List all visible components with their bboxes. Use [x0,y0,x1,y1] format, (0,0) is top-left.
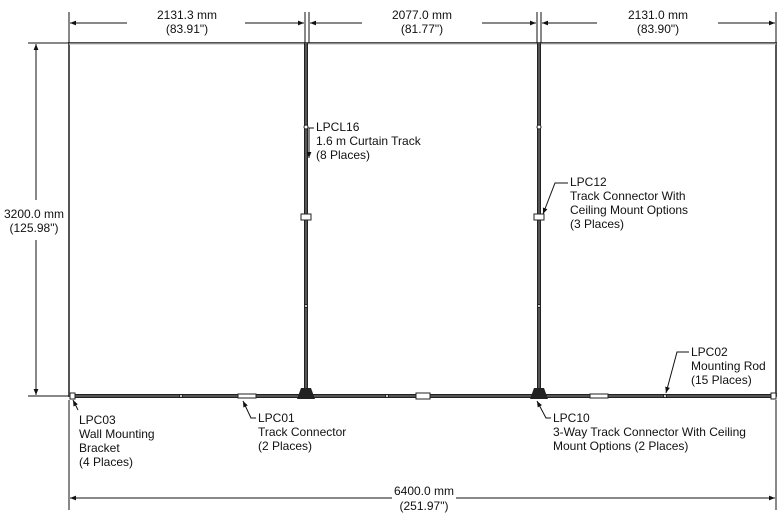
dimension-in: (251.97") [400,499,449,513]
callout-text: Track Connector With [570,189,686,203]
callout-text: Track Connector [258,425,346,439]
callout-text: LPC10 [553,411,590,425]
dimension-mm: 6400.0 mm [394,484,454,498]
height-dimension: 3200.0 mm (125.98") [4,44,64,395]
extension-lines [28,12,777,510]
dimension-in: (125.98") [10,221,59,235]
mounting-rod-icon [536,124,542,130]
top-dimension-right: 2131.0 mm (83.90") [542,8,775,36]
three-way-connector-icon [530,388,548,399]
callout-text: 3-Way Track Connector With Ceiling [553,425,746,439]
curtain-tracks [70,43,776,398]
top-dimension-middle: 2077.0 mm (81.77") [310,8,536,36]
callout-lpc02: LPC02 Mounting Rod (15 Places) [665,345,766,394]
track-connector-icon [589,393,609,399]
dimension-in: (83.91") [166,22,208,36]
track-hardware [69,124,777,400]
ceiling-connector-icon [300,213,312,221]
callout-lpc12: LPC12 Track Connector With Ceiling Mount… [542,175,688,231]
callout-text: Bracket [79,441,120,455]
callout-text: LPC02 [691,345,728,359]
dimension-mm: 2131.3 mm [157,8,217,22]
top-dimension-left: 2131.3 mm (83.91") [70,8,304,36]
wall-bracket-icon [69,392,76,400]
dimension-mm: 2131.0 mm [628,8,688,22]
mounting-rod-icon [303,124,309,130]
wall-bracket-icon [770,392,777,400]
callout-text: (4 Places) [79,455,133,469]
callout-lpc01: LPC01 Track Connector (2 Places) [242,400,346,453]
dimension-mm: 3200.0 mm [4,207,64,221]
callout-text: LPCL16 [316,120,360,134]
dimension-mm: 2077.0 mm [392,8,452,22]
callout-text: (2 Places) [258,439,312,453]
callout-text: LPC12 [570,175,607,189]
callout-lpc10: LPC10 3-Way Track Connector With Ceiling… [536,400,746,453]
dimension-in: (81.77") [401,22,443,36]
callout-text: (15 Places) [691,373,752,387]
ceiling-connector-icon [415,392,431,400]
callout-lpcl16: LPCL16 1.6 m Curtain Track (8 Places) [306,120,422,162]
mounting-rod-icon [663,394,667,398]
callout-text: Mounting Rod [691,359,766,373]
callout-text: Mount Options (2 Places) [553,439,688,453]
three-way-connector-icon [297,388,315,399]
callout-text: LPC01 [258,411,295,425]
track-connector-icon [237,393,257,399]
total-width-dimension: 6400.0 mm (251.97") [70,484,775,513]
callout-text: Ceiling Mount Options [570,203,688,217]
callout-text: Wall Mounting [79,427,155,441]
ceiling-connector-icon [533,213,545,221]
callout-lpc03: LPC03 Wall Mounting Bracket (4 Places) [72,399,155,469]
dimension-in: (83.90") [637,22,679,36]
callout-text: 1.6 m Curtain Track [316,134,422,148]
callout-text: (8 Places) [316,148,370,162]
callout-text: (3 Places) [570,217,624,231]
room-outline [68,42,777,397]
callout-text: LPC03 [79,413,116,427]
